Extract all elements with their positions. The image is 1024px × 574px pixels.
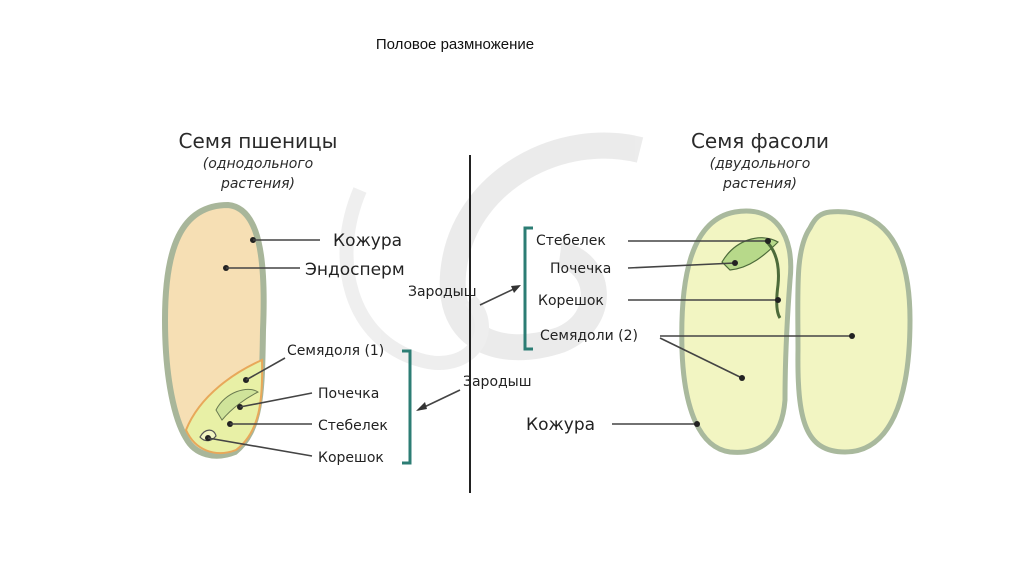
bean-cotyledon-right	[795, 209, 913, 455]
slide-title: Половое размножение	[375, 36, 535, 53]
bean-leaders	[612, 238, 855, 427]
bean-subtitle-line2: растения)	[722, 176, 797, 192]
wheat-label-cotyledon: Семядоля (1)	[287, 343, 384, 359]
wheat-title: Семя пшеницы	[179, 129, 338, 153]
bean-label-cotyledons: Семядоли (2)	[540, 328, 638, 344]
wheat-embryo-bracket	[402, 349, 412, 465]
bean-label-root: Корешок	[538, 293, 604, 309]
bean-label-coat: Кожура	[526, 415, 595, 435]
wheat-subtitle-line1: (однодольного	[203, 156, 314, 172]
bean-embryo-axis	[763, 238, 782, 319]
bean-embryo-bracket	[523, 226, 533, 351]
wheat-seed	[161, 201, 267, 459]
wheat-label-endosperm: Эндосперм	[305, 260, 405, 280]
wheat-subtitle-line2: растения)	[220, 176, 295, 192]
wheat-bud-shape	[215, 388, 259, 421]
bean-seed	[679, 208, 913, 455]
bean-subtitle-line1: (двудольного	[710, 156, 811, 172]
wheat-label-embryo: Зародыш	[463, 374, 532, 390]
wheat-label-root: Корешок	[318, 450, 384, 466]
bean-embryo-arrow	[479, 286, 519, 306]
bean-title: Семя фасоли	[691, 129, 829, 153]
bean-label-bud: Почечка	[550, 261, 611, 277]
wheat-leaders	[205, 237, 320, 457]
bean-label-embryo: Зародыш	[408, 284, 477, 300]
wheat-label-stem: Стебелек	[318, 418, 388, 434]
wheat-label-bud: Почечка	[318, 386, 379, 402]
watermark-logo	[339, 132, 644, 370]
bean-label-stem: Стебелек	[536, 233, 606, 249]
wheat-label-coat: Кожура	[333, 231, 402, 251]
